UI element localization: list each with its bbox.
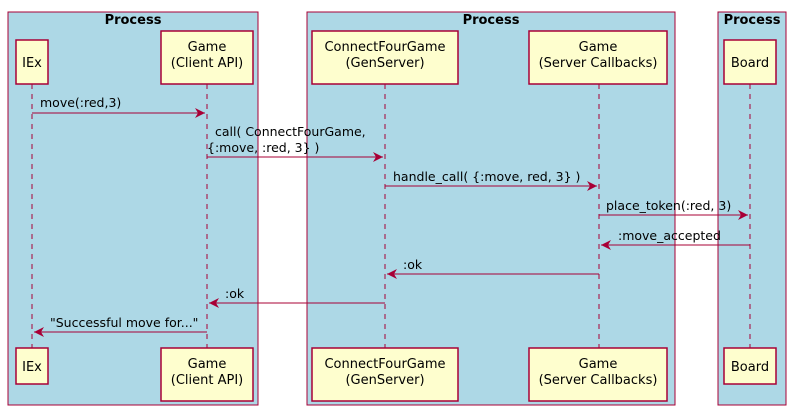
lifelines <box>31 84 751 348</box>
participant-game-client-sublabel: (Client API) <box>171 56 243 71</box>
participant-connectfourgame-sublabel: (GenServer) <box>345 56 424 71</box>
participant-game-server-sublabel: (Server Callbacks) <box>539 56 658 71</box>
message-8: "Successful move for..." <box>34 315 207 337</box>
process-box-1-title: Process <box>105 13 162 28</box>
participant-game-client-bottom-sublabel: (Client API) <box>171 373 243 388</box>
message-7-label: :ok <box>225 286 245 301</box>
message-6-label: :ok <box>403 257 423 272</box>
message-8-label: "Successful move for..." <box>50 315 198 330</box>
participant-game-server-label: Game <box>579 40 618 55</box>
participant-game-server-bottom-sublabel: (Server Callbacks) <box>539 373 658 388</box>
participant-connectfourgame-bottom-sublabel: (GenServer) <box>345 373 424 388</box>
participant-connectfourgame-bottom-label: ConnectFourGame <box>324 357 445 372</box>
participant-game-client-label: Game <box>188 40 227 55</box>
participant-game-server-top: Game (Server Callbacks) <box>528 30 668 85</box>
message-4-label: place_token(:red, 3) <box>606 198 731 213</box>
message-4: place_token(:red, 3) <box>599 198 748 220</box>
message-3: handle_call( {:move, red, 3} ) <box>385 169 597 191</box>
message-2-label-line2: {:move, :red, 3} ) <box>207 140 319 155</box>
message-1: move(:red,3) <box>32 95 205 118</box>
participant-game-client-top: Game (Client API) <box>160 30 254 85</box>
participant-iex-label: IEx <box>22 56 42 71</box>
message-5-label: :move_accepted <box>618 228 721 243</box>
participant-board-bottom: Board <box>723 347 777 385</box>
participant-game-client-bottom: Game (Client API) <box>160 347 254 402</box>
participant-connectfourgame-top: ConnectFourGame (GenServer) <box>311 30 459 85</box>
message-2-label: call( ConnectFourGame, <box>215 124 366 139</box>
participant-game-server-bottom: Game (Server Callbacks) <box>528 347 668 402</box>
participant-game-client-bottom-label: Game <box>188 357 227 372</box>
participant-connectfourgame-bottom: ConnectFourGame (GenServer) <box>311 347 459 402</box>
message-7: :ok <box>209 286 385 308</box>
message-2: call( ConnectFourGame, {:move, :red, 3} … <box>207 124 383 162</box>
participant-iex-top: IEx <box>15 39 49 85</box>
process-box-3-title: Process <box>724 13 781 28</box>
participant-board-top: Board <box>723 39 777 85</box>
process-box-2-title: Process <box>463 13 520 28</box>
message-3-label: handle_call( {:move, red, 3} ) <box>393 169 580 184</box>
participant-game-server-bottom-label: Game <box>579 357 618 372</box>
participant-iex-bottom-label: IEx <box>22 360 42 375</box>
message-1-label: move(:red,3) <box>40 95 121 110</box>
participant-board-label: Board <box>731 56 769 71</box>
message-5: :move_accepted <box>601 228 750 250</box>
message-6: :ok <box>387 257 599 279</box>
participant-board-bottom-label: Board <box>731 360 769 375</box>
participant-iex-bottom: IEx <box>15 347 49 385</box>
participant-connectfourgame-label: ConnectFourGame <box>324 40 445 55</box>
